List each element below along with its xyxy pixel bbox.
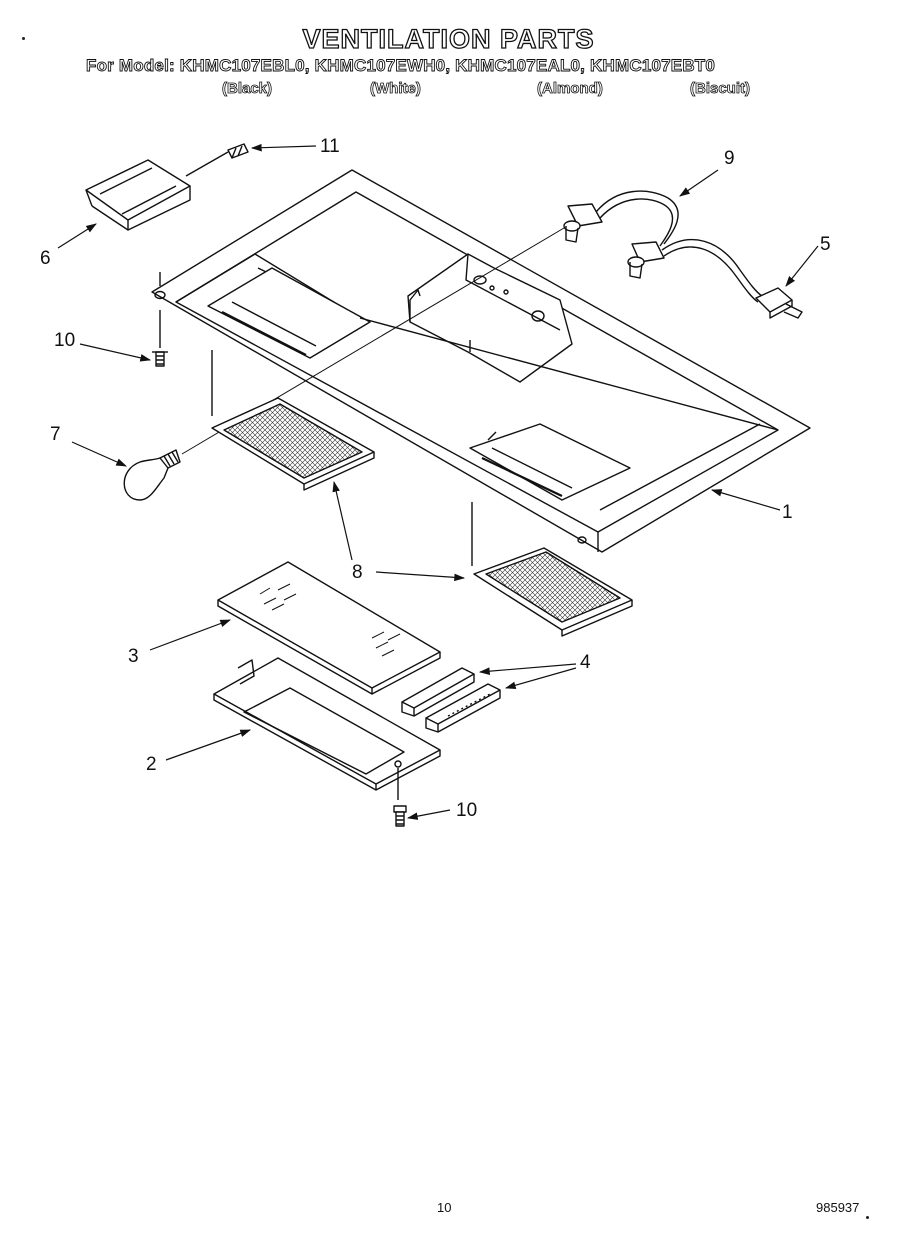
callout-5: 5 (820, 234, 831, 255)
callout-10-upper: 10 (54, 330, 75, 351)
spacer-part-4-lower (425, 683, 501, 733)
callout-11: 11 (320, 136, 340, 157)
callout-9: 9 (724, 148, 735, 169)
screw-part-10-lower (393, 805, 407, 827)
leader-arrows (57, 143, 819, 820)
callout-2: 2 (146, 754, 157, 775)
grease-filter-part-8-right (471, 502, 633, 637)
color-label-black: (Black) (222, 80, 273, 98)
callout-1: 1 (782, 502, 793, 523)
callout-6: 6 (40, 248, 51, 269)
connector-part-5 (755, 287, 803, 319)
callout-10-lower: 10 (456, 800, 477, 821)
scan-speck (22, 37, 25, 40)
document-code: 985937 (816, 1200, 860, 1215)
callout-7: 7 (50, 424, 61, 445)
callout-3: 3 (128, 646, 139, 667)
callout-4: 4 (580, 652, 591, 673)
wire-harness-part-9 (563, 190, 763, 303)
lens-frame-part-2 (213, 657, 441, 800)
callout-8: 8 (352, 562, 363, 583)
color-label-almond: (Almond) (537, 80, 604, 98)
bracket-part-6 (85, 159, 191, 231)
page-number: 10 (437, 1200, 452, 1215)
light-lens-part-3 (217, 561, 441, 695)
vent-panel-part-1 (151, 169, 811, 553)
color-label-white: (White) (370, 80, 422, 98)
screw-part-11 (185, 143, 249, 177)
screw-part-10-upper (152, 272, 168, 367)
model-list: For Model: KHMC107EBL0, KHMC107EWH0, KHM… (86, 56, 716, 76)
color-label-biscuit: (Biscuit) (690, 80, 751, 98)
spacer-part-4-upper (401, 667, 475, 717)
grease-filter-part-8-left (211, 350, 375, 491)
page-title: VENTILATION PARTS (302, 23, 595, 54)
scan-speck (866, 1216, 869, 1219)
